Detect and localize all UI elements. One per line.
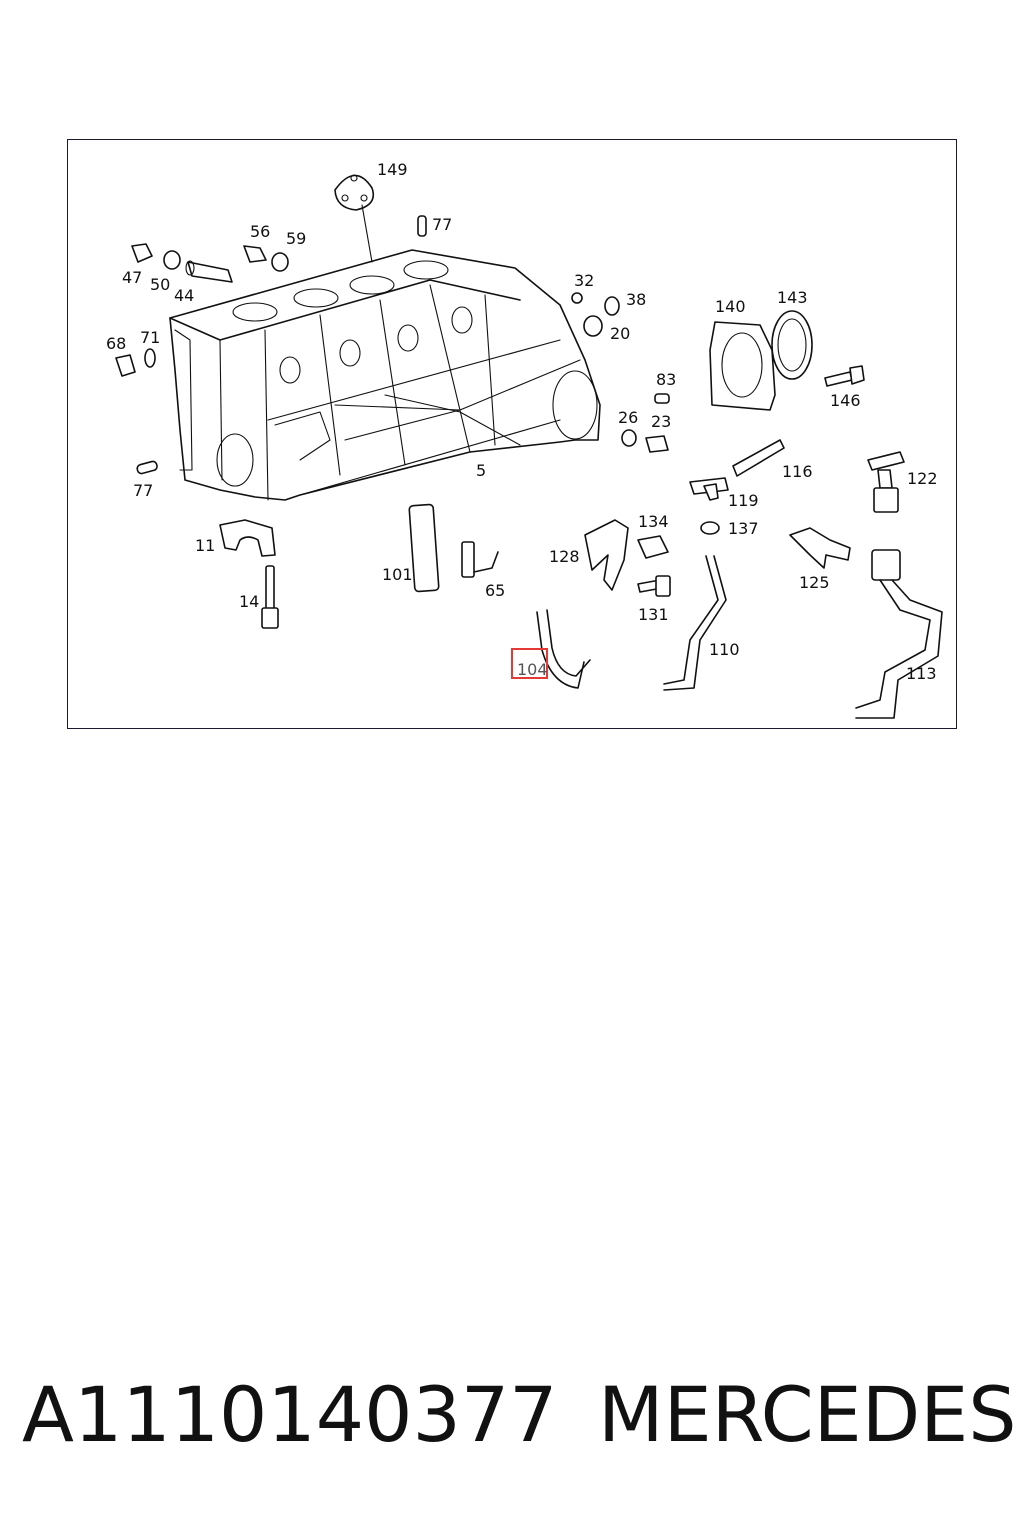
part-137-clip (700, 521, 720, 535)
part-113-hose (855, 549, 943, 719)
part-146-bolt (824, 365, 865, 387)
part-11-bearing-cap (219, 519, 276, 557)
callout-101: 101 (382, 565, 413, 584)
part-77-dowel-left (136, 460, 158, 475)
part-101-pipe (408, 503, 440, 593)
callout-71: 71 (140, 328, 160, 347)
engine-block-parts-diagram: 149 77 56 59 47 50 44 32 38 20 140 143 6… (106, 160, 943, 719)
callout-140: 140 (715, 297, 746, 316)
callout-134: 134 (638, 512, 669, 531)
part-149-plate (334, 174, 375, 263)
plugs-group-left (115, 348, 156, 377)
seals-group-32-38-20 (571, 292, 620, 337)
part-116-tube (732, 439, 785, 477)
highlight-box-104 (511, 648, 548, 679)
callout-116: 116 (782, 462, 813, 481)
callout-68: 68 (106, 334, 126, 353)
part-77-dowel-top (417, 215, 427, 237)
callout-50: 50 (150, 275, 170, 294)
brand-name: MERCEDES (598, 1370, 1017, 1459)
part-134-clamp (637, 535, 669, 559)
callout-131: 131 (638, 605, 669, 624)
callout-110: 110 (709, 640, 740, 659)
callout-32: 32 (574, 271, 594, 290)
callout-125: 125 (799, 573, 830, 592)
part-131-bolt (637, 575, 671, 597)
parts-83-26-23 (621, 393, 670, 453)
callout-146: 146 (830, 391, 861, 410)
callout-104: 104 (517, 660, 548, 679)
caption: A1110140377 MERCEDES (0, 1370, 1024, 1470)
callout-149: 149 (377, 160, 408, 179)
callout-77-left: 77 (133, 481, 153, 500)
callout-143: 143 (777, 288, 808, 307)
callout-119: 119 (728, 491, 759, 510)
callout-38: 38 (626, 290, 646, 309)
part-14-bolt (261, 565, 279, 629)
callout-77-top: 77 (432, 215, 452, 234)
callout-20: 20 (610, 324, 630, 343)
part-65-sensor (461, 541, 499, 578)
callout-47: 47 (122, 268, 142, 287)
callout-59: 59 (286, 229, 306, 248)
callout-14: 14 (239, 592, 259, 611)
callout-137: 137 (728, 519, 759, 538)
part-128-bracket (584, 519, 629, 591)
callout-128: 128 (549, 547, 580, 566)
callout-11: 11 (195, 536, 215, 555)
callout-113: 113 (906, 664, 937, 683)
callout-labels: 149 77 56 59 47 50 44 32 38 20 140 143 6… (106, 160, 938, 683)
part-122-fitting (867, 451, 905, 513)
part-119-fitting (689, 477, 729, 501)
callout-83: 83 (656, 370, 676, 389)
part-110-hose (663, 555, 719, 685)
part-number: A1110140377 (22, 1370, 558, 1459)
callout-5: 5 (476, 461, 486, 480)
callout-56: 56 (250, 222, 270, 241)
rear-cover-140-143 (709, 310, 813, 411)
callout-122: 122 (907, 469, 938, 488)
callout-23: 23 (651, 412, 671, 431)
engine-block (169, 249, 601, 501)
callout-44: 44 (174, 286, 194, 305)
plugs-group-top-left (131, 243, 289, 283)
callout-26: 26 (618, 408, 638, 427)
part-125-bracket (789, 527, 851, 569)
callout-65: 65 (485, 581, 505, 600)
part-104-hose (536, 611, 585, 689)
